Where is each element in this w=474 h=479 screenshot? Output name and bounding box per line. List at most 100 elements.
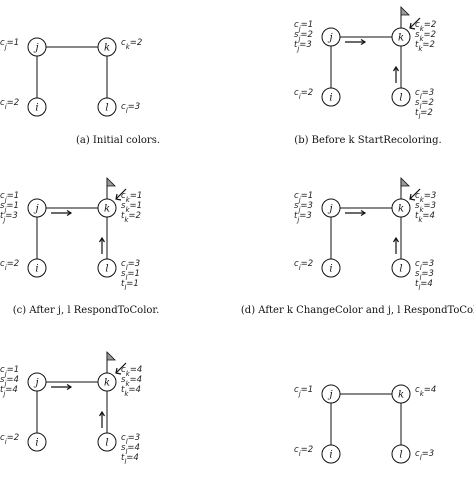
- node-label-i: i: [35, 264, 38, 275]
- annotation-l: sl=1: [121, 269, 140, 282]
- node-j: [321, 27, 341, 47]
- annotation-j: cj=1: [294, 191, 313, 204]
- annotation-i: ci=2: [0, 259, 19, 272]
- annotation-j: cj=1: [294, 20, 313, 33]
- arrowhead: [115, 193, 122, 201]
- annotation-i: ci=2: [0, 433, 19, 446]
- panel-caption: (a) Initial colors.: [76, 135, 160, 146]
- node-label-j: j: [327, 390, 332, 401]
- annotation-l: cl=3: [415, 259, 434, 272]
- node-label-k: k: [398, 33, 404, 44]
- recolor-arrow: [409, 17, 421, 29]
- panel-caption: (b) Before k StartRecoloring.: [294, 135, 441, 146]
- panel-f: j k i l cj=1 ck=4 ci=2 cl=3: [294, 384, 436, 464]
- node-label-j: j: [33, 378, 38, 389]
- annotation-k: ck=4: [415, 385, 436, 398]
- annotation-j: tj=3: [294, 40, 312, 53]
- node-label-i: i: [329, 264, 332, 275]
- annotation-k: sk=2: [415, 30, 436, 43]
- node-label-k: k: [104, 378, 110, 389]
- annotation-j: sj=3: [294, 201, 313, 214]
- node-label-l: l: [105, 264, 108, 275]
- node-i: [321, 87, 341, 107]
- node-label-k: k: [398, 390, 404, 401]
- annotation-j: tj=4: [0, 385, 18, 398]
- arrowhead: [66, 383, 73, 391]
- annotation-l: cl=3: [121, 433, 140, 446]
- recolor-arrow: [409, 188, 421, 200]
- annotation-l: tl=2: [415, 108, 433, 121]
- node-label-i: i: [329, 450, 332, 461]
- annotation-k: sk=3: [415, 201, 436, 214]
- node-l: [97, 97, 117, 117]
- annotation-j: sj=4: [0, 375, 19, 388]
- node-j: [321, 384, 341, 404]
- arrowhead: [360, 38, 367, 46]
- flag-icon: [106, 351, 116, 361]
- annotation-j: cj=1: [0, 38, 19, 51]
- annotation-i: ci=2: [0, 98, 19, 111]
- annotation-i: ci=2: [294, 88, 313, 101]
- annotation-k: ck=2: [121, 38, 142, 51]
- annotation-j: cj=1: [0, 365, 19, 378]
- panel-caption: (c) After j, l RespondToColor.: [13, 305, 160, 316]
- node-label-l: l: [399, 450, 402, 461]
- annotation-l: cl=3: [121, 102, 140, 115]
- node-label-k: k: [398, 204, 404, 215]
- arrowhead: [98, 410, 106, 417]
- annotation-j: sj=2: [294, 30, 313, 43]
- node-j: [321, 198, 341, 218]
- annotation-j: sj=1: [0, 201, 19, 214]
- node-label-i: i: [35, 438, 38, 449]
- annotation-l: tl=4: [415, 279, 433, 292]
- annotation-l: tl=4: [121, 453, 139, 466]
- node-l: [391, 258, 411, 278]
- annotation-l: cl=3: [415, 88, 434, 101]
- annotation-j: cj=1: [294, 385, 313, 398]
- annotation-i: ci=2: [294, 259, 313, 272]
- arrowhead: [409, 22, 416, 30]
- flag-icon: [106, 177, 116, 187]
- node-label-j: j: [33, 43, 38, 54]
- annotation-l: sl=2: [415, 98, 434, 111]
- node-l: [97, 432, 117, 452]
- node-j: [27, 198, 47, 218]
- node-i: [321, 258, 341, 278]
- annotation-l: cl=3: [415, 449, 434, 462]
- node-l: [391, 87, 411, 107]
- annotation-k: tk=2: [415, 40, 435, 53]
- node-label-l: l: [399, 93, 402, 104]
- annotation-k: tk=4: [121, 385, 141, 398]
- node-i: [27, 97, 47, 117]
- node-i: [27, 432, 47, 452]
- annotation-l: sl=3: [415, 269, 434, 282]
- panel-caption: (d) After k ChangeColor and j, l Respond…: [241, 305, 474, 316]
- annotation-l: tl=1: [121, 279, 139, 292]
- flag-icon: [400, 177, 410, 187]
- arrowhead: [66, 209, 73, 217]
- node-label-l: l: [105, 103, 108, 114]
- node-label-l: l: [399, 264, 402, 275]
- annotation-k: tk=2: [121, 211, 141, 224]
- node-label-j: j: [327, 204, 332, 215]
- annotation-i: ci=2: [294, 445, 313, 458]
- arrowhead: [392, 236, 400, 243]
- annotation-l: sl=4: [121, 443, 140, 456]
- recolor-arrow: [115, 188, 127, 200]
- recolor-arrow: [115, 362, 127, 374]
- node-label-k: k: [104, 43, 110, 54]
- node-l: [391, 444, 411, 464]
- arrowhead: [392, 65, 400, 72]
- arrowhead: [115, 367, 122, 375]
- node-k: [97, 37, 117, 57]
- node-label-k: k: [104, 204, 110, 215]
- node-i: [27, 258, 47, 278]
- node-label-j: j: [33, 204, 38, 215]
- annotation-k: sk=1: [121, 201, 142, 214]
- node-k: [391, 384, 411, 404]
